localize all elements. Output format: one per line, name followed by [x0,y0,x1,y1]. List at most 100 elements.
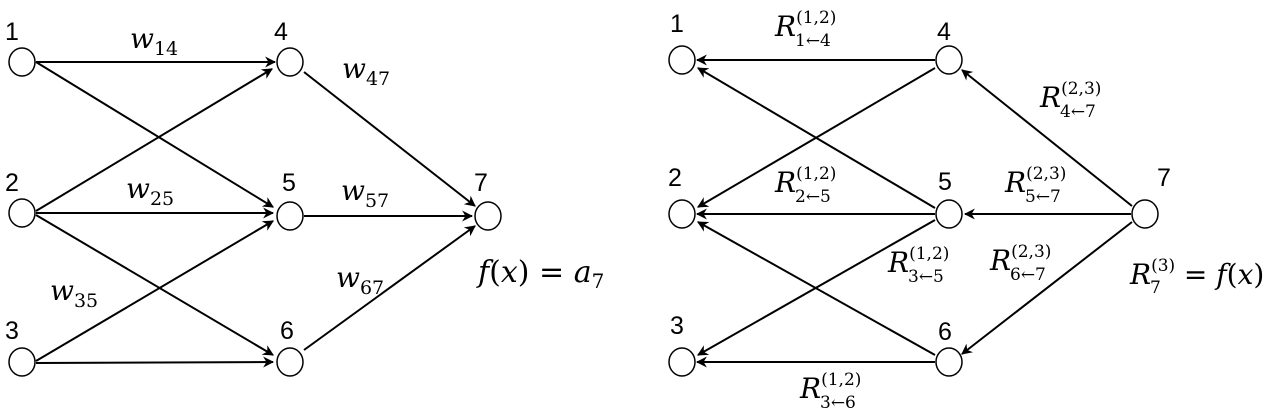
node-label-5: 5 [938,168,952,196]
relevance-label-r1-4: R(1,2)1←4 [774,8,836,51]
weight-label-w47: w47 [342,52,390,90]
node-label-1: 1 [5,18,19,46]
node-label-7: 7 [474,169,488,197]
relevance-r3-5-symbol: R [887,246,909,279]
node-circle-7 [1131,199,1159,229]
relevance-label-r2-5: R(1,2) 2←5 [774,164,836,207]
weight-label-w35: w35 [50,274,98,312]
weight-w25-subscript: 25 [150,188,174,210]
relevance-label-r4-7: R(2,3) 4←7 [1039,79,1101,122]
node-label-2: 2 [668,164,682,192]
node-circle-2 [8,198,36,228]
weight-w67-symbol: w [336,261,360,294]
edge-1-5 [35,61,274,208]
output-paren-close: ) [1253,258,1264,291]
relevance-r4-7-superscript: (2,3) [1061,79,1101,99]
edge-4-7 [303,71,476,207]
node-label-5: 5 [282,169,296,197]
node-circle-3 [8,347,36,377]
edge-6-7 [303,225,476,351]
edge-7-to-4 [961,69,1133,207]
node-circle-6 [935,347,963,377]
edge-3-5 [35,220,274,362]
node-circle-4 [276,47,304,77]
edge-2-6 [35,214,274,356]
output-a-subscript: 7 [592,269,605,293]
node-label-3: 3 [5,317,19,345]
output-r-subscript: 7 [1150,278,1161,298]
output-r-symbol: R [1129,258,1151,291]
node-label-4: 4 [937,18,951,46]
relevance-r3-6-symbol: R [799,372,821,405]
output-equals: = [529,255,573,290]
output-r-superscript: (3) [1151,256,1175,276]
weight-label-w57: w57 [341,174,389,212]
edge-7-to-6 [961,221,1133,355]
relevance-label-r6-7: R(2,3) 6←7 [989,242,1051,285]
edge-2-4 [35,68,273,212]
relevance-r6-7-symbol: R [989,244,1011,277]
node-circle-4 [935,45,963,75]
node-label-4: 4 [274,18,288,46]
relevance-label-r5-7: R(2,3) 5←7 [1004,164,1066,207]
weight-w14-subscript: 14 [154,38,178,60]
node-circle-5 [276,201,304,231]
node-circle-1 [8,47,36,77]
relevance-r3-5-subscript: 3←5 [908,267,944,287]
relevance-r5-7-superscript: (2,3) [1026,164,1066,184]
forward-output-formula: f(x) = a7 [476,255,604,293]
node-label-7: 7 [1157,164,1171,192]
relevance-label-r3-6: R(1,2) 3←6 [799,370,861,413]
node-circle-2 [668,199,696,229]
weight-w35-symbol: w [50,274,74,307]
relevance-r2-5-symbol: R [774,166,796,199]
weight-w67-subscript: 67 [360,277,384,299]
relevance-r2-5-superscript: (1,2) [796,164,836,184]
relevance-label-r3-5: R(1,2) 3←5 [887,244,949,287]
relevance-r3-5-superscript: (1,2) [909,244,949,264]
weight-w35-subscript: 35 [74,290,98,312]
edge-4-to-2 [697,67,936,208]
output-x: x [1238,258,1254,291]
relevance-r4-7-subscript: 4←7 [1060,102,1096,122]
weight-label-w67: w67 [336,261,384,299]
edge-5-to-3 [697,219,936,356]
relevance-r5-7-subscript: 5←7 [1025,187,1061,207]
node-label-2: 2 [5,169,19,197]
node-circle-5 [935,199,963,229]
output-paren-open: ( [1227,258,1238,291]
node-label-6: 6 [280,317,294,345]
relevance-r6-7-subscript: 6←7 [1010,265,1046,285]
relevance-r1-4-subscript: 1←4 [795,31,831,51]
backward-output-formula: R(3)7 = f(x) [1129,256,1264,298]
weight-w57-symbol: w [341,174,365,207]
relevance-r3-6-superscript: (1,2) [821,370,861,390]
weight-label-w25: w25 [126,172,174,210]
weight-w47-subscript: 47 [366,68,390,90]
node-label-3: 3 [670,312,684,340]
weight-label-w14: w14 [130,22,178,60]
node-circle-7 [474,201,502,231]
weight-w14-symbol: w [130,22,154,55]
relevance-r5-7-symbol: R [1004,166,1026,199]
weight-w47-symbol: w [342,52,366,85]
output-paren-close: ) [518,255,530,290]
output-x: x [501,255,518,290]
output-paren-open: ( [489,255,501,290]
weight-w25-symbol: w [126,172,150,205]
forward-network: 1 2 3 4 5 6 7 w14 w47 w25 w57 w35 w67 f(… [5,18,604,377]
node-circle-3 [668,347,696,377]
edge-3-6 [35,356,275,368]
node-circle-1 [668,45,696,75]
relevance-r2-5-subscript: 2←5 [795,187,831,207]
backward-network: 1 2 3 4 5 6 7 R(1,2)1←4 R(2,3)4←7 R(1,2)… [668,8,1264,413]
node-label-6: 6 [938,318,952,346]
output-a: a [574,255,592,290]
relevance-r6-7-superscript: (2,3) [1011,242,1051,262]
relevance-r4-7-symbol: R [1039,81,1061,114]
node-circle-6 [276,347,304,377]
node-label-1: 1 [670,10,684,38]
relevance-r3-6-subscript: 3←6 [820,393,856,413]
relevance-r1-4-superscript: (1,2) [796,8,836,28]
